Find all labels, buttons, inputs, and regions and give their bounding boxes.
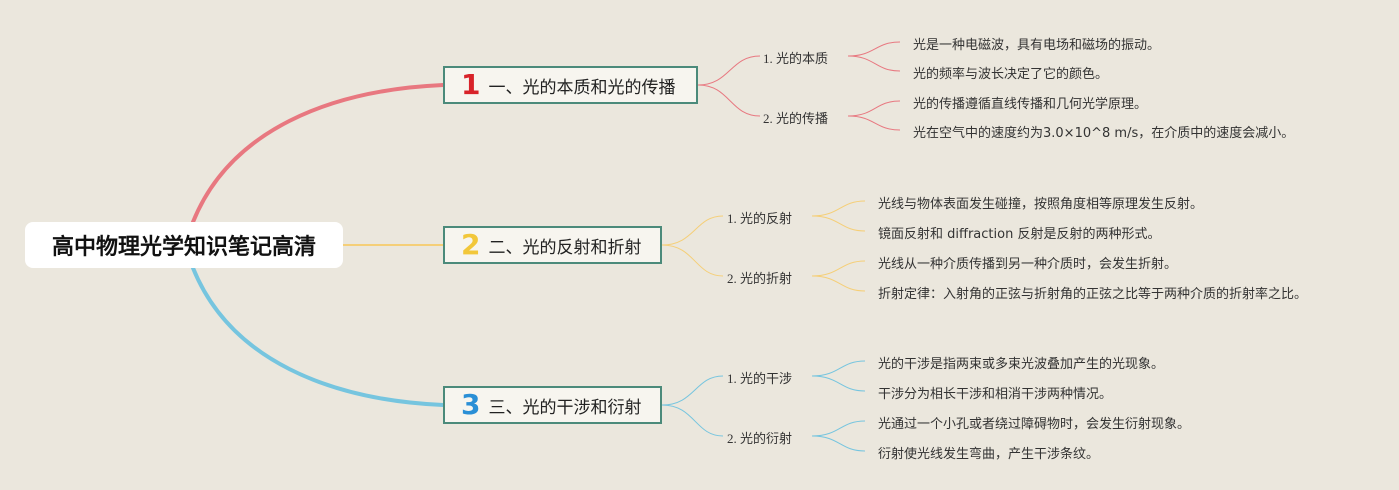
- leaf-connector-2-2-1: [811, 260, 866, 277]
- number-badge-1: 1: [461, 68, 481, 101]
- leaf-connector-1-1-2: [847, 55, 901, 72]
- sub-connector-2-2: [661, 244, 724, 277]
- leaf-3-2-2[interactable]: 衍射使光线发生弯曲，产生干涉条纹。: [878, 447, 1100, 462]
- leaf-connector-2-1-2: [811, 215, 866, 232]
- leaf-connector-3-1-1: [811, 360, 866, 377]
- leaf-3-1-2[interactable]: 干涉分为相长干涉和相消干涉两种情况。: [878, 387, 1113, 402]
- subtopic-3-2[interactable]: 2. 光的衍射: [727, 431, 793, 446]
- number-badge-2: 2: [461, 228, 481, 261]
- leaf-connector-2-1-1: [811, 200, 866, 217]
- number-badge-3: 3: [461, 388, 481, 421]
- sub-connector-2-1: [661, 215, 724, 246]
- branch-label-2: 二、光的反射和折射: [488, 237, 642, 258]
- sub-connector-3-1: [661, 375, 724, 406]
- leaf-3-1-1[interactable]: 光的干涉是指两束或多束光波叠加产生的光现象。: [878, 357, 1165, 372]
- root-topic[interactable]: 高中物理光学知识笔记高清: [25, 222, 343, 268]
- main-connector-1: [191, 83, 445, 224]
- leaf-connector-3-2-1: [811, 420, 866, 437]
- branch-topic-1[interactable]: 1 一、光的本质和光的传播: [443, 66, 698, 104]
- subtopic-2-2[interactable]: 2. 光的折射: [727, 271, 793, 286]
- leaf-connector-1-1-1: [847, 41, 901, 57]
- leaf-2-1-2[interactable]: 镜面反射和 diffraction 反射是反射的两种形式。: [878, 227, 1161, 242]
- leaf-1-1-2[interactable]: 光的频率与波长决定了它的颜色。: [913, 67, 1109, 82]
- leaf-2-1-1[interactable]: 光线与物体表面发生碰撞，按照角度相等原理发生反射。: [878, 197, 1204, 212]
- leaf-2-2-2[interactable]: 折射定律：入射角的正弦与折射角的正弦之比等于两种介质的折射率之比。: [878, 287, 1308, 302]
- branch-topic-3[interactable]: 3 三、光的干涉和衍射: [443, 386, 662, 424]
- leaf-1-2-2[interactable]: 光在空气中的速度约为3.0×10^8 m/s，在介质中的速度会减小。: [913, 126, 1295, 141]
- leaf-3-2-1[interactable]: 光通过一个小孔或者绕过障碍物时，会发生衍射现象。: [878, 417, 1191, 432]
- leaf-connector-1-2-2: [847, 115, 901, 131]
- subtopic-1-1[interactable]: 1. 光的本质: [763, 51, 829, 66]
- leaf-2-2-1[interactable]: 光线从一种介质传播到另一种介质时，会发生折射。: [878, 257, 1178, 272]
- subtopic-3-1[interactable]: 1. 光的干涉: [727, 371, 793, 386]
- branch-label-1: 一、光的本质和光的传播: [488, 77, 676, 98]
- sub-connector-3-2: [661, 404, 724, 437]
- branch-topic-2[interactable]: 2 二、光的反射和折射: [443, 226, 662, 264]
- leaf-connector-1-2-1: [847, 100, 901, 117]
- leaf-connector-3-1-2: [811, 375, 866, 392]
- subtopic-1-2[interactable]: 2. 光的传播: [763, 111, 829, 126]
- sub-connector-1-1: [697, 55, 761, 86]
- subtopic-2-1[interactable]: 1. 光的反射: [727, 211, 793, 226]
- leaf-1-1-1[interactable]: 光是一种电磁波，具有电场和磁场的振动。: [913, 38, 1161, 53]
- leaf-connector-2-2-2: [811, 275, 866, 292]
- branch-label-3: 三、光的干涉和衍射: [488, 397, 642, 418]
- sub-connector-1-2: [697, 84, 761, 117]
- main-connector-3: [191, 266, 445, 407]
- leaf-connector-3-2-2: [811, 435, 866, 452]
- leaf-1-2-1[interactable]: 光的传播遵循直线传播和几何光学原理。: [913, 97, 1148, 112]
